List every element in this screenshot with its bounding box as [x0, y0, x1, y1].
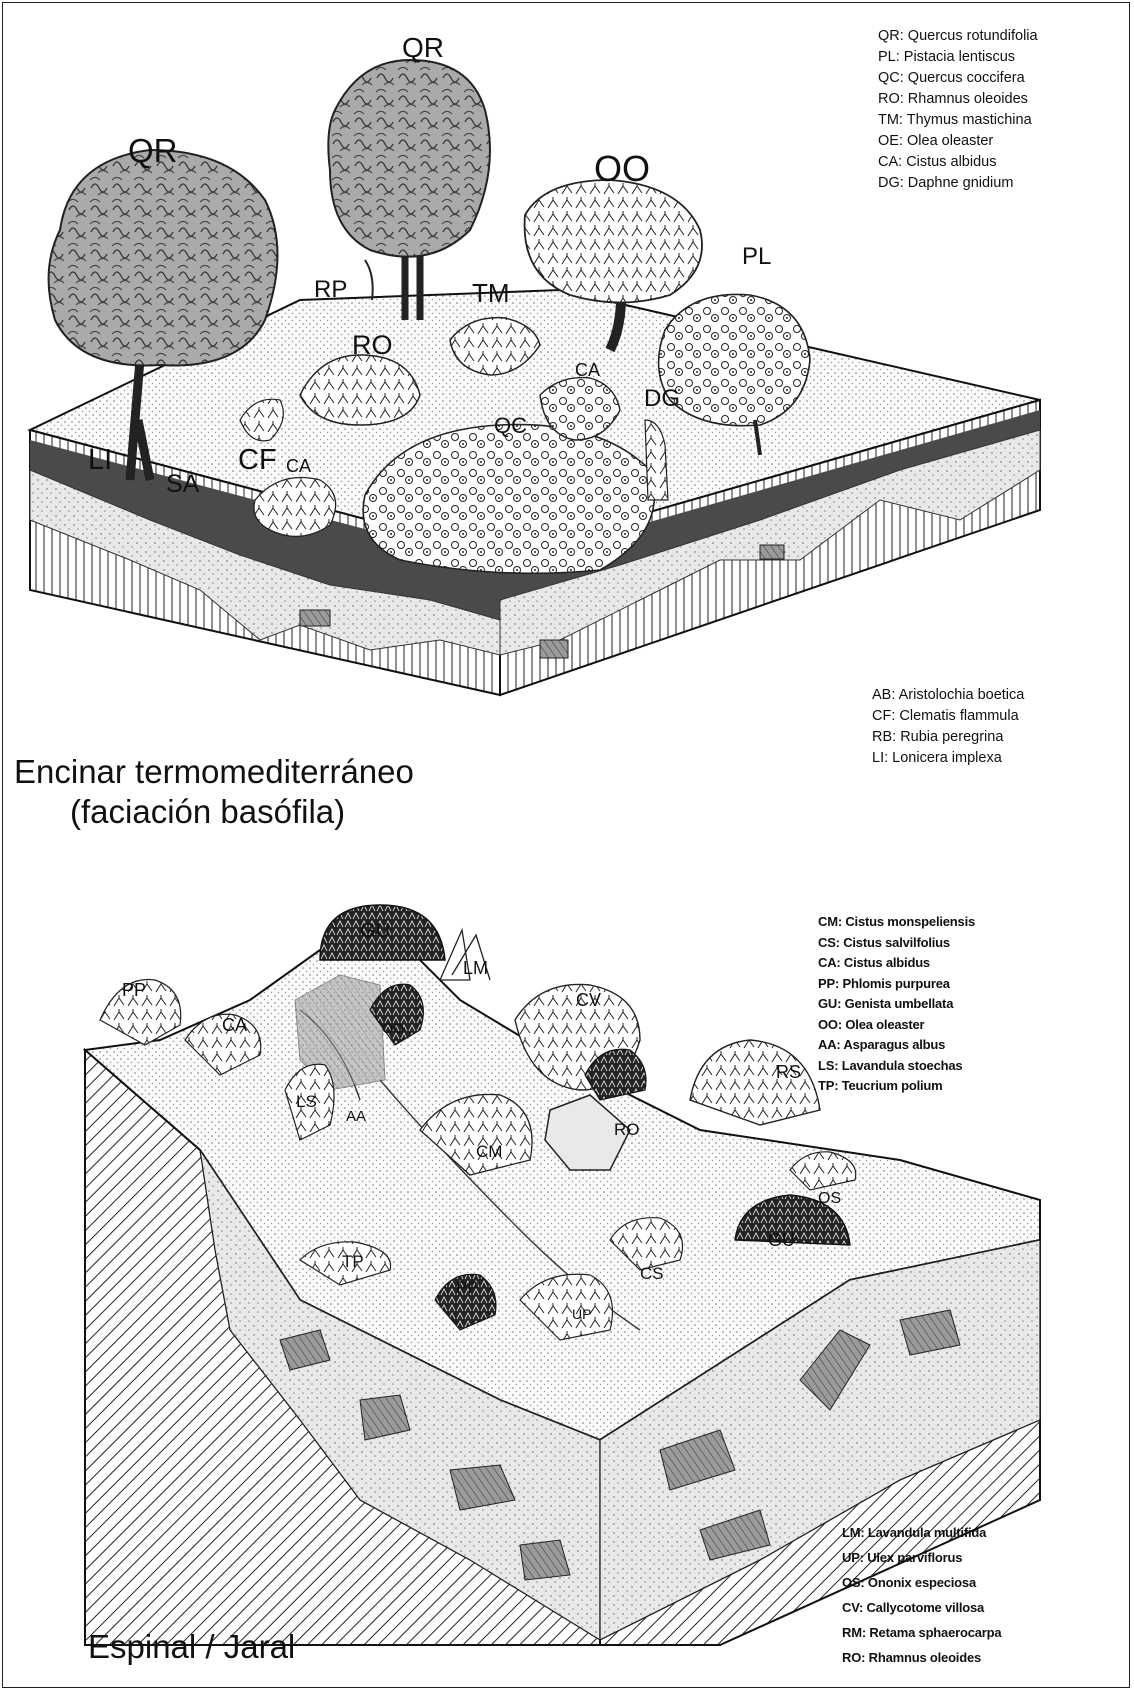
- label-cs: CS: [640, 1264, 664, 1284]
- label-pp-mid: PP: [456, 1278, 479, 1298]
- legend-entry: OE: Olea oleaster: [878, 131, 1038, 152]
- legend-entry: CA: Cistus albidus: [818, 953, 975, 974]
- legend-entry: RO: Rhamnus oleoides: [878, 89, 1038, 110]
- diagram1-title-line1: Encinar termomediterráneo: [14, 752, 414, 792]
- label-gu-top: GU: [360, 920, 390, 943]
- legend-entry: AA: Asparagus albus: [818, 1035, 975, 1056]
- legend-entry: CS: Cistus salvilfolius: [818, 933, 975, 954]
- legend-entry: QR: Quercus rotundifolia: [878, 26, 1038, 47]
- label-pp-left: PP: [122, 980, 146, 1001]
- label-gu-right: GU: [768, 1230, 795, 1251]
- legend-entry: CA: Cistus albidus: [878, 152, 1038, 173]
- label-os: OS: [818, 1190, 841, 1208]
- legend-entry: RO: Rhamnus oleoides: [842, 1645, 1001, 1670]
- label-cf: CF: [238, 444, 277, 477]
- legend-entry: OS: Ononix especiosa: [842, 1570, 1001, 1595]
- label-cv: CV: [576, 990, 601, 1011]
- label-lm: LM: [463, 958, 488, 979]
- label-oo-d2: OO: [382, 1020, 404, 1036]
- label-tp: TP: [342, 1252, 364, 1272]
- diagram1-title: Encinar termomediterráneo (faciación bas…: [14, 752, 414, 832]
- label-tm: TM: [472, 278, 510, 309]
- label-up: UP: [572, 1306, 591, 1322]
- label-qr-left: QR: [128, 132, 178, 170]
- diagram1-legend-bottom: AB: Aristolochia boetica CF: Clematis fl…: [872, 685, 1024, 769]
- label-cm: CM: [476, 1142, 502, 1162]
- legend-entry: DG: Daphne gnidium: [878, 173, 1038, 194]
- legend-entry: QC: Quercus coccifera: [878, 68, 1038, 89]
- label-ca-d2: CA: [222, 1015, 247, 1036]
- legend-entry: AB: Aristolochia boetica: [872, 685, 1024, 706]
- diagram2-legend-top: CM: Cistus monspeliensis CS: Cistus salv…: [818, 912, 975, 1097]
- legend-entry: RB: Rubia peregrina: [872, 727, 1024, 748]
- label-ca-center: CA: [575, 360, 600, 381]
- label-qr-center: QR: [402, 32, 444, 64]
- label-dg: DG: [644, 385, 680, 413]
- diagram1-title-line2: (faciación basófila): [14, 792, 414, 832]
- label-aa: AA: [346, 1108, 366, 1125]
- label-rs: RS: [776, 1062, 801, 1083]
- legend-entry: TM: Thymus mastichina: [878, 110, 1038, 131]
- legend-entry: PP: Phlomis purpurea: [818, 974, 975, 995]
- legend-entry: LM: Lavandula multifida: [842, 1520, 1001, 1545]
- label-ls: LS: [296, 1092, 317, 1112]
- diagram2-title: Espinal / Jaral: [88, 1627, 295, 1667]
- label-ro-d2: RO: [614, 1120, 640, 1140]
- label-oo: OO: [594, 148, 650, 190]
- label-li: LI: [88, 444, 112, 477]
- legend-entry: RM: Retama sphaerocarpa: [842, 1620, 1001, 1645]
- legend-entry: LI: Lonicera implexa: [872, 748, 1024, 769]
- legend-entry: GU: Genista umbellata: [818, 994, 975, 1015]
- legend-entry: PL: Pistacia lentiscus: [878, 47, 1038, 68]
- label-sa: SA: [166, 470, 199, 499]
- label-qc: QC: [494, 413, 527, 439]
- legend-entry: CM: Cistus monspeliensis: [818, 912, 975, 933]
- legend-entry: TP: Teucrium polium: [818, 1076, 975, 1097]
- diagram2-legend-bottom: LM: Lavandula multifida UP: Ulex parvifl…: [842, 1520, 1001, 1670]
- legend-entry: LS: Lavandula stoechas: [818, 1056, 975, 1077]
- legend-entry: CV: Callycotome villosa: [842, 1595, 1001, 1620]
- legend-entry: OO: Olea oleaster: [818, 1015, 975, 1036]
- legend-entry: CF: Clematis flammula: [872, 706, 1024, 727]
- label-ca-left: CA: [286, 456, 311, 477]
- label-ro: RO: [352, 330, 393, 361]
- legend-entry: UP: Ulex parviflorus: [842, 1545, 1001, 1570]
- diagram1-legend-top: QR: Quercus rotundifolia PL: Pistacia le…: [878, 26, 1038, 194]
- label-rp: RP: [314, 276, 347, 304]
- label-pl: PL: [742, 243, 771, 271]
